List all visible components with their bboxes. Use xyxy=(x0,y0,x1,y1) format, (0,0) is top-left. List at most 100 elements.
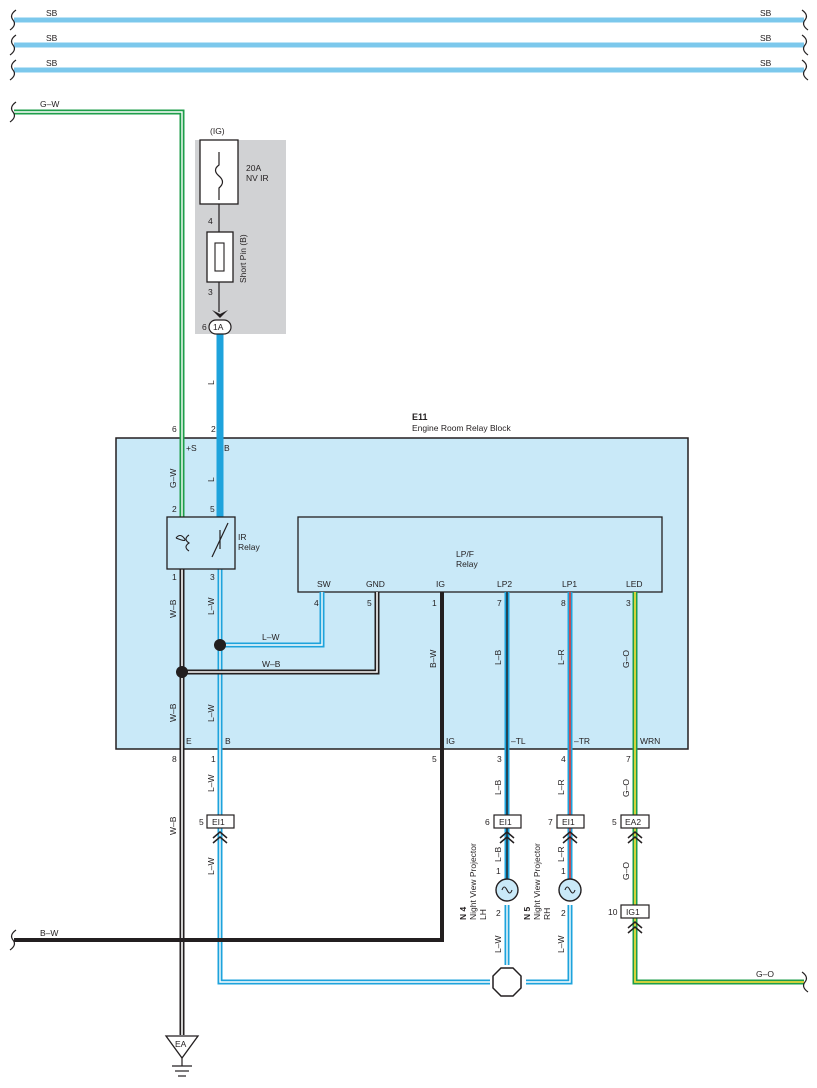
break-mark-left-3 xyxy=(9,59,17,81)
block-bottom-name-tl: –TL xyxy=(511,736,526,746)
label-wb-2: W–B xyxy=(168,703,178,722)
connector-1a-arrow xyxy=(212,310,228,318)
ir-relay-label-1: IR xyxy=(238,532,247,542)
connector-1a-pin: 6 xyxy=(202,322,207,332)
label-go-3: G–O xyxy=(621,862,631,880)
wire-l-w-sw xyxy=(220,592,325,648)
junction-l-w xyxy=(214,639,226,651)
block-bottom-pin-tl: 3 xyxy=(497,754,502,764)
lpf-term-pin-sw: 4 xyxy=(314,598,319,608)
projector-rh-pin-bottom: 2 xyxy=(561,908,566,918)
label-lb-2: L–B xyxy=(493,780,503,795)
connector-ig1-label: IG1 xyxy=(626,907,640,917)
lpf-term-pin-ig: 1 xyxy=(432,598,437,608)
connector-ei1-c-pin: 7 xyxy=(548,817,553,827)
projector-rh-pin-top: 1 xyxy=(561,866,566,876)
joint-connector xyxy=(492,967,522,997)
connector-ei1-b xyxy=(493,814,522,844)
label-lw-sw: L–W xyxy=(262,632,279,642)
short-pin-bottom-num: 3 xyxy=(208,287,213,297)
label-lr-3: L–R xyxy=(556,846,566,862)
relay-block-name: Engine Room Relay Block xyxy=(412,423,511,433)
connector-ei1-a xyxy=(206,814,235,844)
ir-relay xyxy=(166,516,236,570)
lpf-relay-box xyxy=(297,516,663,593)
lpf-term-name-sw: SW xyxy=(317,579,331,589)
label-wb-3: W–B xyxy=(168,816,178,835)
junction-w-b xyxy=(176,666,188,678)
label-lr-1: L–R xyxy=(556,649,566,665)
label-go-1: G–O xyxy=(621,650,631,668)
label-l-top: L xyxy=(206,380,216,385)
break-mark-left-1 xyxy=(9,9,17,31)
ir-relay-pin-coil-bottom: 1 xyxy=(172,572,177,582)
lpf-relay-label-2: Relay xyxy=(456,559,478,569)
lpf-term-pin-lp1: 8 xyxy=(561,598,566,608)
sb-label-left-2: SB xyxy=(46,33,58,43)
lpf-term-pin-gnd: 5 xyxy=(367,598,372,608)
lpf-term-name-lp2: LP2 xyxy=(497,579,512,589)
fuse-symbol xyxy=(199,139,239,205)
projector-lh xyxy=(495,878,519,902)
lpf-relay-label-1: LP/F xyxy=(456,549,474,559)
projector-lh-pin-bottom: 2 xyxy=(496,908,501,918)
connector-ei1-a-label: EI1 xyxy=(212,817,225,827)
block-top-name-1: +S xyxy=(186,443,197,453)
label-bw-2: B–W xyxy=(40,928,58,938)
label-wb-gnd: W–B xyxy=(262,659,281,669)
label-go-4: G–O xyxy=(756,969,774,979)
wire-l-main xyxy=(216,334,573,985)
ground-label: EA xyxy=(175,1039,187,1049)
block-top-name-2: B xyxy=(224,443,230,453)
ir-relay-pin-coil-top: 2 xyxy=(172,504,177,514)
ir-relay-pin-sw-top: 5 xyxy=(210,504,215,514)
block-bottom-pin-e: 8 xyxy=(172,754,177,764)
lpf-term-name-ig: IG xyxy=(436,579,445,589)
break-mark-left-2 xyxy=(9,34,17,56)
block-bottom-pin-wrn: 7 xyxy=(626,754,631,764)
relay-block-id: E11 xyxy=(412,412,428,422)
lpf-term-name-lp1: LP1 xyxy=(562,579,577,589)
sb-bus-lines: SB SB SB SB SB SB xyxy=(9,8,809,81)
fuse-rating: 20A xyxy=(246,163,261,173)
label-lw-4: L–W xyxy=(206,858,216,875)
block-bottom-pin-ig: 5 xyxy=(432,754,437,764)
lpf-term-pin-led: 3 xyxy=(626,598,631,608)
connector-ea2 xyxy=(620,814,650,844)
label-bw-1: B–W xyxy=(428,650,438,668)
connector-ei1-b-pin: 6 xyxy=(485,817,490,827)
connector-ea2-pin: 5 xyxy=(612,817,617,827)
connector-1a xyxy=(208,319,232,335)
connector-ig1-pin: 10 xyxy=(608,907,618,917)
projector-lh-side: LH xyxy=(478,909,488,920)
projector-lh-id: N 4 xyxy=(458,907,468,921)
break-mark-right-3 xyxy=(801,59,809,81)
wire-g-w xyxy=(9,101,185,520)
lpf-term-name-gnd: GND xyxy=(366,579,385,589)
label-wb-1: W–B xyxy=(168,599,178,618)
label-lr-2: L–R xyxy=(556,779,566,795)
ir-relay-label-2: Relay xyxy=(238,542,260,552)
wire-color-labels: G–W G–W L L W–B L–W L–W W–B W–B L–W B–W … xyxy=(40,99,774,979)
break-mark-right-2 xyxy=(801,34,809,56)
block-bottom-pin-tr: 4 xyxy=(561,754,566,764)
connector-ig1 xyxy=(620,904,650,934)
connector-ei1-c-label: EI1 xyxy=(562,817,575,827)
label-lw-6: L–W xyxy=(556,936,566,953)
sb-label-right-3: SB xyxy=(760,58,772,68)
lpf-term-pin-lp2: 7 xyxy=(497,598,502,608)
projector-rh-id: N 5 xyxy=(522,907,532,921)
label-gw-block: G–W xyxy=(168,469,178,488)
label-lb-3: L–B xyxy=(493,847,503,862)
fuse-name: NV IR xyxy=(246,173,269,183)
wire-w-b xyxy=(179,560,380,1035)
block-bottom-pin-b: 1 xyxy=(211,754,216,764)
block-top-pin-1: 6 xyxy=(172,424,177,434)
short-pin-element xyxy=(214,242,225,272)
lpf-term-name-led: LED xyxy=(626,579,643,589)
connector-ei1-c xyxy=(556,814,585,844)
connector-ei1-a-pin: 5 xyxy=(199,817,204,827)
break-mark-right-1 xyxy=(801,9,809,31)
label-l-block: L xyxy=(206,477,216,482)
